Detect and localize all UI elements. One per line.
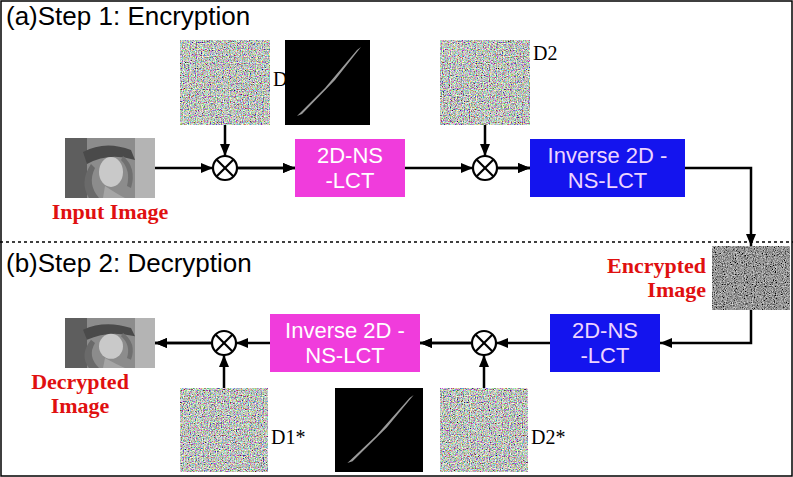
multiplier-symbol	[472, 331, 508, 367]
process-box: Inverse 2D -NS-LCT	[530, 139, 685, 198]
process-box: Inverse 2D -NS-LCT	[270, 314, 420, 373]
image-caption: D2*	[531, 426, 565, 448]
box-label: 2D-NS -LCT	[312, 143, 388, 194]
process-box: 2D-NS -LCT	[295, 139, 405, 198]
transform-kernel-image	[285, 40, 370, 125]
flow-arrow	[685, 168, 751, 246]
image-caption: D1	[273, 68, 297, 90]
image-caption: Decrypted Image	[20, 370, 140, 418]
box-label: Inverse 2D -NS-LCT	[281, 318, 409, 369]
image-caption: Encrypted Image	[596, 254, 706, 302]
box-label: Inverse 2D -NS-LCT	[541, 143, 674, 194]
conjugate-phase-mask	[440, 388, 528, 472]
image-panel: D1*	[180, 388, 268, 472]
image-panel: D1	[180, 40, 270, 125]
section-divider	[0, 241, 793, 243]
image-caption: D1*	[271, 426, 305, 448]
image-panel: D2	[440, 40, 530, 125]
process-box: 2D-NS -LCT	[550, 314, 660, 373]
flow-arrow	[660, 310, 751, 343]
image-caption: Input Image	[52, 200, 169, 224]
multiplier-symbol	[201, 144, 237, 180]
multiplier-symbol	[212, 331, 248, 367]
random-phase-mask	[180, 40, 270, 125]
image-caption: D2	[533, 42, 557, 64]
multiplier-symbol	[461, 144, 497, 180]
input-image	[65, 138, 155, 198]
box-label: 2D-NS -LCT	[567, 318, 643, 369]
transform-kernel-image	[335, 388, 423, 472]
image-panel: D2*	[440, 388, 528, 472]
image-panel: Encrypted Image	[712, 246, 790, 310]
random-phase-mask	[440, 40, 530, 125]
conjugate-phase-mask	[180, 388, 268, 472]
decrypted-image	[65, 318, 155, 368]
section-heading: (b)Step 2: Decryption	[6, 249, 252, 279]
encrypted-image	[712, 246, 790, 310]
section-heading: (a)Step 1: Encryption	[6, 2, 250, 32]
image-panel: Decrypted Image	[65, 318, 155, 368]
image-panel: Input Image	[65, 138, 155, 198]
